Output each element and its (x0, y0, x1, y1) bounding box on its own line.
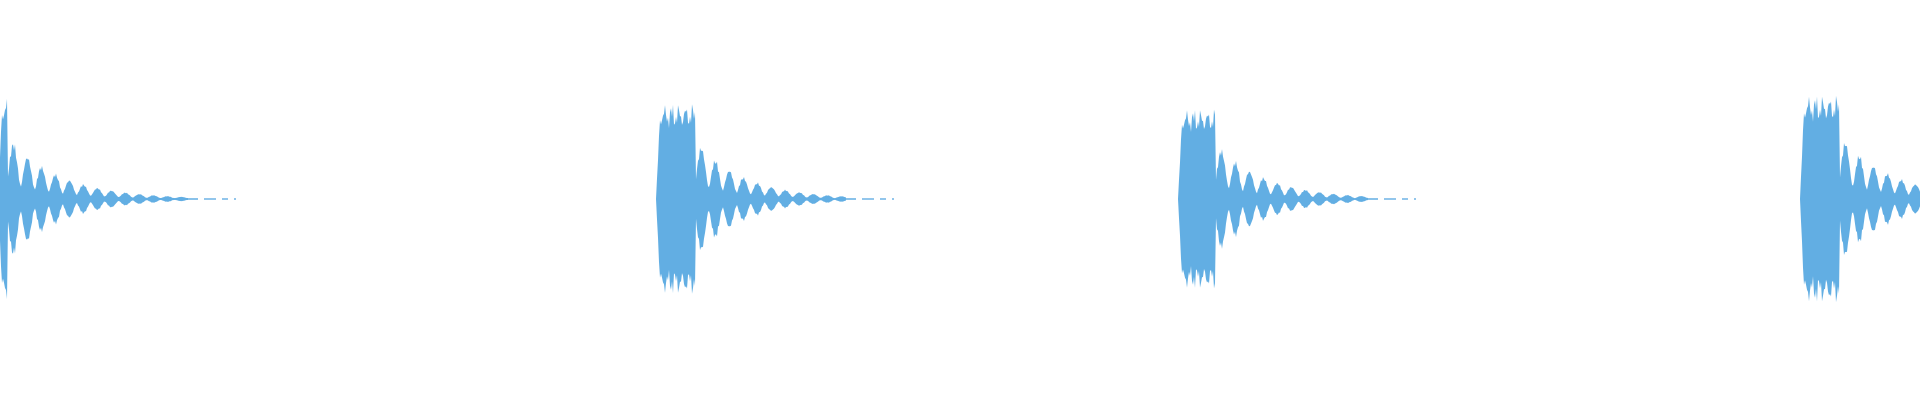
waveform-clip-4[interactable] (1800, 95, 1920, 303)
waveform-clip-3[interactable] (1178, 109, 1368, 289)
waveform-clip-2[interactable] (656, 104, 846, 294)
waveform-clip-1[interactable] (0, 98, 188, 300)
waveform-clips (0, 95, 1920, 303)
